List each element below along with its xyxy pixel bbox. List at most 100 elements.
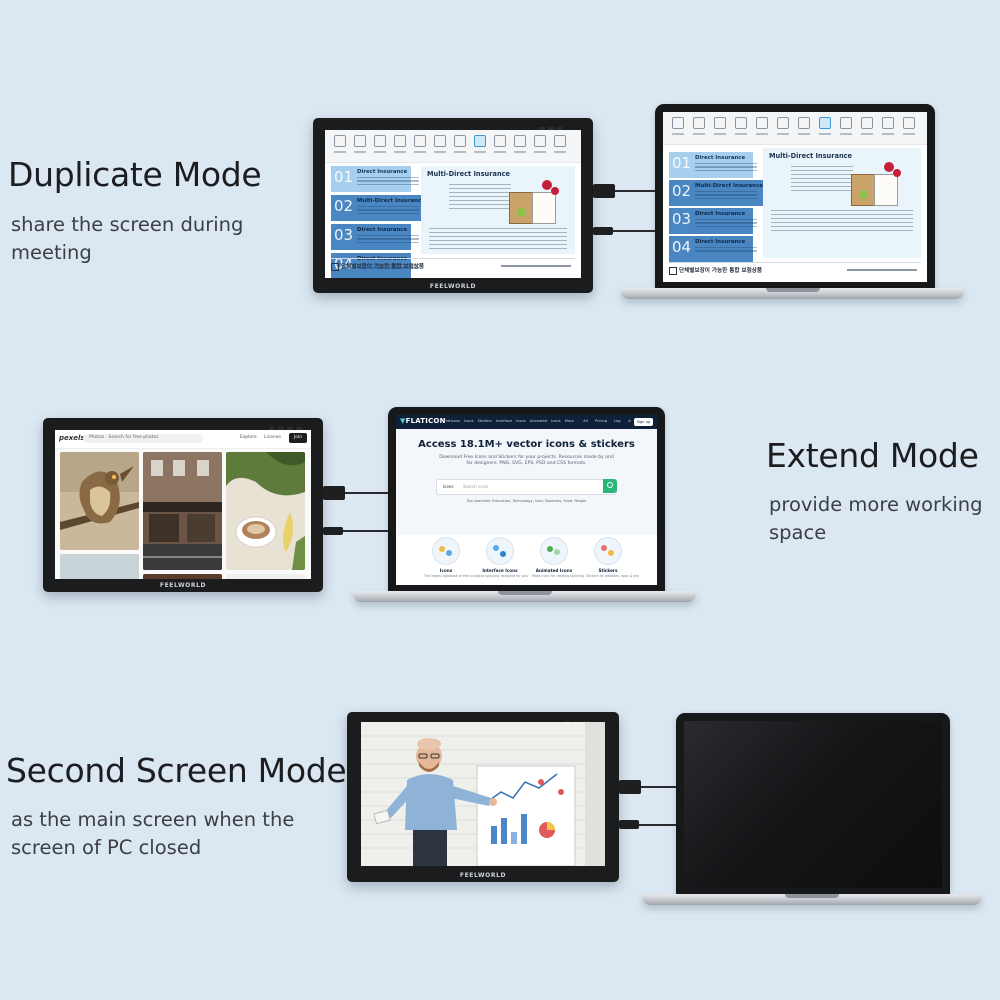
flaticon-top-searches: Top searches: Education, Technology, Use… [466,499,587,503]
notebook-illustration [509,180,557,224]
insurance-slide: 01 Direct Insurance 02 Multi-Direct Insu… [325,130,581,278]
item-label: Multi-Direct Insurance [357,198,425,204]
category-card: Icons The largest database of free icons [424,537,479,578]
description-line: provide more working [769,493,983,516]
category-desc: Make icons for creating stunning [532,574,585,578]
laptop-screen: ▼FLATICON Flaticons Icons Stickers Inter… [396,415,657,585]
device-photo [226,574,305,579]
laptop-base-duplicate [621,288,964,299]
icons-category-icon [432,537,460,565]
slide-footer: 단체별보장이 가능한 통합 보험상품 [669,262,921,279]
insurance-item: 02 Multi-Direct Insurance [669,180,779,206]
monitor-buttons [565,709,605,724]
portable-monitor-extend: pexels Photos · Search for free photos E… [43,418,323,592]
item-label: Multi-Direct Insurance [695,183,763,189]
pexels-header: pexels Photos · Search for free photos E… [55,430,311,449]
item-number: 01 [672,154,692,172]
monitor-screen: 01 Direct Insurance 02 Multi-Direct Insu… [325,130,581,278]
insurance-item: 04 Direct Insurance [331,253,419,278]
flaticon-headline: Access 18.1M+ vector icons & stickers [418,439,635,450]
search-placeholder: Search icons [463,484,489,489]
street-photo [143,452,222,570]
cable [615,190,657,192]
category-desc: The largest database of free icons [424,574,479,578]
laptop-lid-extend: ▼FLATICON Flaticons Icons Stickers Inter… [388,407,665,592]
monitor-buttons [539,115,579,130]
category-name: Stickers [598,568,618,573]
second-screen-mode-description: as the main screen when the screen of PC… [11,806,294,862]
monitor-screen [361,722,605,866]
footer-text: 단체별보장이 가능한 통합 보험상품 [679,268,763,274]
item-number: 02 [334,197,354,215]
checkbox-icon [331,263,339,271]
laptop-lid-second-screen [676,713,950,895]
usb-c-plug [619,820,639,829]
insurance-item: 03 Direct Insurance [669,208,757,234]
food-photo [143,574,222,579]
laptop-base-extend [353,591,696,602]
panel-title: Multi-Direct Insurance [769,152,853,160]
category-desc: Icon specially designed for your [478,574,529,578]
extend-mode-description: provide more working space [769,491,982,547]
detail-panel: Multi-Direct Insurance [421,166,575,254]
item-label: Direct Insurance [357,169,408,175]
pexels-nav-links: Explore License [239,435,281,440]
item-label: Direct Insurance [695,211,746,217]
category-desc: Stickers for websites, apps & any [586,574,640,578]
insurance-item: 03 Direct Insurance [331,224,419,250]
hdmi-plug [619,780,641,794]
portable-monitor-second-screen: FEELWORLD [347,712,619,882]
cable [641,786,677,788]
usb-c-plug [593,227,613,235]
hdmi-plug [323,486,345,500]
duplicate-mode-title: Duplicate Mode [8,155,262,194]
footer-text: 단체별보장이 가능한 통합 보험상품 [341,264,425,270]
item-label: Direct Insurance [357,256,408,262]
duplicate-mode-description: share the screen during meeting [11,211,243,267]
owl-photo [60,452,139,550]
description-line: as the main screen when the [11,808,295,831]
pexels-logo: pexels [59,434,85,442]
usb-c-plug [323,527,343,535]
cable [639,824,677,826]
monitor-logo: FEELWORLD [459,872,507,879]
join-button: Join [289,433,307,443]
item-label: Direct Insurance [357,227,408,233]
signup-button: Sign up [634,418,653,426]
category-name: Animated Icons [535,568,573,573]
search-type-select: Icons [443,484,454,489]
notebook-illustration [851,162,899,206]
item-label: Direct Insurance [695,239,746,245]
laptop-screen: 01 Direct Insurance 02 Multi-Direct Insu… [663,112,927,282]
flaticon-nav-right: All Pricing Log in [583,419,631,423]
item-number: 01 [334,168,354,186]
insurance-slide: 01 Direct Insurance 02 Multi-Direct Insu… [663,112,927,282]
insurance-item: 01 Direct Insurance [331,166,419,192]
cable [345,492,389,494]
flaticon-page: ▼FLATICON Flaticons Icons Stickers Inter… [396,415,657,585]
description-line: space [769,521,827,544]
description-line: screen of PC closed [11,836,202,859]
pexels-search: Photos · Search for free photos [83,434,203,443]
item-number: 02 [672,182,692,200]
pexels-page: pexels Photos · Search for free photos E… [55,430,311,579]
second-screen-mode-title: Second Screen Mode [6,751,347,790]
monitor-logo: FEELWORLD [429,283,477,290]
monitor-logo: FEELWORLD [159,582,207,589]
cable [613,230,657,232]
category-card: Animated Icons Make icons for creating s… [532,537,585,578]
monitor-buttons [269,415,309,430]
monitor-screen: pexels Photos · Search for free photos E… [55,430,311,579]
slide-icon-bar [325,130,581,163]
flaticon-nav-links: Flaticons Icons Stickers Interface Icons… [444,419,574,423]
flaticon-navbar: ▼FLATICON Flaticons Icons Stickers Inter… [396,415,657,429]
stickers-category-icon [594,537,622,565]
description-line: share the screen during [11,213,244,236]
animated-icons-category-icon [540,537,568,565]
slide-icon-bar [663,112,927,145]
logo-text: FLATICON [405,417,446,425]
category-card: Interface Icons Icon specially designed … [478,537,529,578]
category-card: Stickers Stickers for websites, apps & a… [586,537,640,578]
search-text: Photos · Search for free photos [89,435,159,440]
insurance-item: 02 Multi-Direct Insurance [331,195,437,221]
